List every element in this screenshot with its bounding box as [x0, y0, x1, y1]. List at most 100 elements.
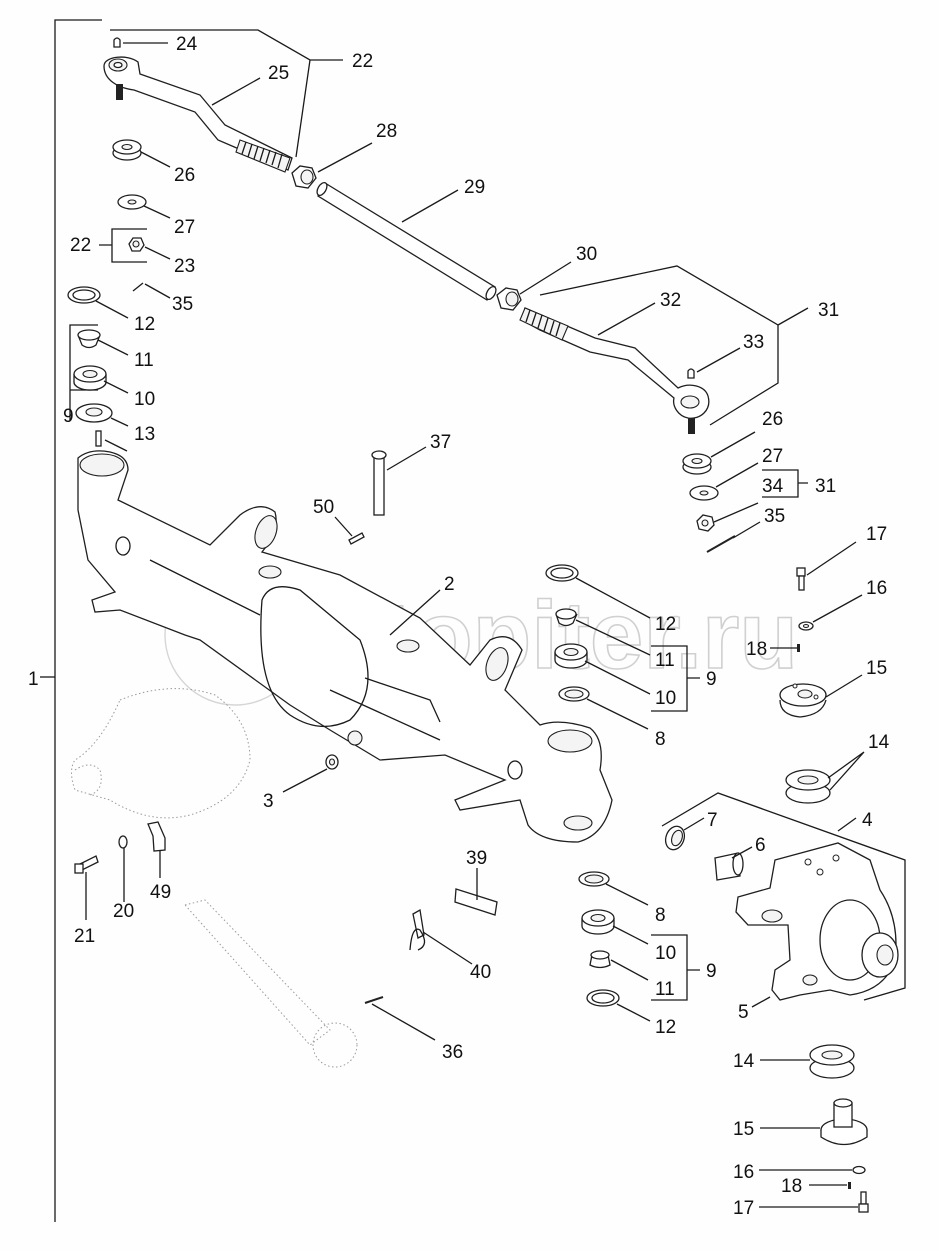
- label-14-lower: 14: [733, 1051, 755, 1072]
- washer-8-mid[interactable]: [558, 686, 590, 702]
- label-23: 23: [174, 256, 195, 277]
- bearing-cone-11-left[interactable]: [77, 329, 101, 349]
- label-18-upper: 18: [746, 639, 767, 660]
- steering-knuckle-5[interactable]: [735, 842, 899, 1001]
- label-24: 24: [176, 34, 198, 55]
- cotter-pin-35-right[interactable]: [706, 535, 736, 553]
- label-35-left: 35: [172, 294, 193, 315]
- bearing-cone-11-lower[interactable]: [589, 950, 611, 969]
- cotter-pin-36[interactable]: [364, 996, 384, 1004]
- label-40: 40: [470, 962, 491, 983]
- nut-23[interactable]: [128, 237, 145, 252]
- label-16-upper: 16: [866, 578, 887, 599]
- label-12-mid: 12: [655, 614, 676, 635]
- bolt-21[interactable]: [74, 855, 99, 874]
- label-8-mid: 8: [655, 729, 666, 750]
- bolt-small-left[interactable]: [95, 430, 102, 447]
- differential-ghost: [71, 688, 251, 819]
- label-28: 28: [376, 121, 397, 142]
- label-17-upper: 17: [866, 524, 887, 545]
- spacer-26-right[interactable]: [682, 453, 712, 475]
- tube-29[interactable]: [315, 181, 498, 301]
- seal-12-lower[interactable]: [586, 989, 620, 1007]
- pin-18-upper[interactable]: [797, 644, 800, 652]
- bearing-cup-10-left[interactable]: [73, 365, 107, 391]
- label-37: 37: [430, 432, 451, 453]
- washer-8-lower[interactable]: [578, 871, 610, 887]
- label-34: 34: [762, 476, 784, 497]
- king-pin-cap-15-upper[interactable]: [779, 683, 827, 718]
- label-14-upper: 14: [868, 732, 890, 753]
- washer-16-upper[interactable]: [798, 621, 814, 631]
- label-4: 4: [862, 810, 873, 831]
- king-pin-cap-15-lower[interactable]: [820, 1098, 868, 1146]
- spacer-26-left[interactable]: [112, 139, 142, 161]
- label-16-lower: 16: [733, 1162, 754, 1183]
- bearing-cup-10-lower[interactable]: [581, 909, 615, 935]
- washer-27-right[interactable]: [689, 485, 719, 501]
- grease-nipple-24[interactable]: [113, 37, 121, 48]
- label-15-upper: 15: [866, 658, 887, 679]
- driveshaft-ghost: [184, 899, 358, 1068]
- sensor-bracket-39[interactable]: [454, 888, 498, 916]
- label-11-left: 11: [134, 350, 154, 371]
- label-15-lower: 15: [733, 1119, 754, 1140]
- shim-14-upper[interactable]: [785, 769, 831, 804]
- label-5: 5: [738, 1002, 749, 1023]
- bolt-17-upper[interactable]: [796, 567, 806, 591]
- label-31-top: 31: [818, 300, 839, 321]
- label-7: 7: [707, 810, 718, 831]
- label-9-left: 9: [63, 406, 74, 427]
- label-17-lower: 17: [733, 1198, 754, 1219]
- pin-18-lower[interactable]: [848, 1182, 851, 1189]
- bearing-cup-10-mid[interactable]: [554, 643, 588, 669]
- label-36: 36: [442, 1042, 463, 1063]
- bracket-49[interactable]: [147, 821, 166, 852]
- label-27-right: 27: [762, 446, 783, 467]
- label-30: 30: [576, 244, 597, 265]
- nut-28[interactable]: [291, 165, 317, 189]
- seal-12-mid[interactable]: [545, 564, 579, 582]
- grease-nipple-33[interactable]: [687, 368, 695, 379]
- seal-7[interactable]: [662, 824, 687, 853]
- washer-20[interactable]: [118, 835, 128, 849]
- seal-13[interactable]: [75, 403, 113, 423]
- label-33: 33: [743, 332, 764, 353]
- bolt-17-lower[interactable]: [858, 1191, 869, 1213]
- label-50: 50: [313, 497, 334, 518]
- label-29: 29: [464, 177, 485, 198]
- label-18-lower: 18: [781, 1176, 802, 1197]
- label-21: 21: [74, 926, 95, 947]
- sensor-40[interactable]: [409, 908, 426, 951]
- label-9-mid: 9: [706, 669, 717, 690]
- label-31-bracket: 31: [815, 476, 836, 497]
- label-9-lower: 9: [706, 961, 717, 982]
- thread-left: [235, 139, 291, 173]
- tie-rod-end-right-32[interactable]: [519, 307, 710, 434]
- washer-27-left[interactable]: [117, 194, 147, 210]
- assembly-bracket-1: [40, 19, 102, 1222]
- seal-12-left[interactable]: [67, 286, 101, 304]
- thread-right: [519, 307, 569, 341]
- label-49: 49: [150, 882, 171, 903]
- label-22-bracket: 22: [70, 235, 91, 256]
- label-11-mid: 11: [655, 650, 675, 671]
- tie-rod-end-left-25[interactable]: [103, 56, 293, 173]
- label-10-lower: 10: [655, 943, 676, 964]
- pin-37[interactable]: [371, 450, 387, 516]
- nut-30[interactable]: [496, 287, 522, 311]
- bearing-cone-11-mid[interactable]: [555, 608, 578, 627]
- washer-16-lower[interactable]: [852, 1165, 866, 1175]
- bushing-6[interactable]: [714, 852, 744, 881]
- label-10-left: 10: [134, 389, 155, 410]
- axle-housing-2[interactable]: [77, 450, 613, 843]
- bolt-50[interactable]: [348, 532, 365, 545]
- bushing-3[interactable]: [325, 754, 339, 770]
- shim-14-lower[interactable]: [809, 1044, 855, 1079]
- label-11-lower: 11: [655, 979, 675, 1000]
- label-26-left: 26: [174, 165, 195, 186]
- nut-34[interactable]: [696, 514, 715, 532]
- label-13: 13: [134, 424, 155, 445]
- cotter-pin-35-left[interactable]: [132, 282, 144, 292]
